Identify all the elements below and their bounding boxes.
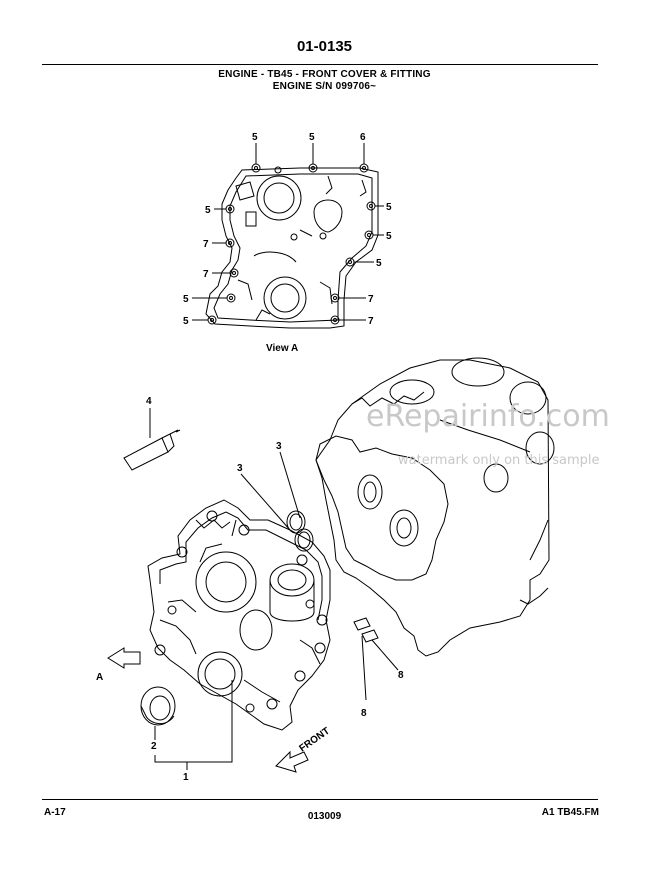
view-a-cover-outline <box>205 163 379 329</box>
callout-8: 8 <box>398 670 404 681</box>
main-view-leaders <box>149 408 399 770</box>
callout-1: 1 <box>183 772 189 783</box>
callout-5: 5 <box>183 316 189 327</box>
callout-2: 2 <box>151 741 157 752</box>
watermark-line1: eRepairinfo.com <box>366 399 610 434</box>
header-divider <box>42 64 598 65</box>
footer-divider <box>42 799 598 800</box>
callout-5: 5 <box>183 294 189 305</box>
watermark: eRepairinfo.com watermark only on this s… <box>366 399 610 468</box>
callout-5: 5 <box>386 231 392 242</box>
main-view-callout-labels: 4 3 3 8 8 2 1 A FRONT <box>96 396 404 783</box>
callout-5: 5 <box>386 202 392 213</box>
callout-5: 5 <box>205 205 211 216</box>
callout-8: 8 <box>361 708 367 719</box>
document-number: 01-0135 <box>296 38 353 55</box>
front-label: FRONT <box>297 726 332 755</box>
dowel-pins <box>353 617 379 643</box>
view-a-callout-labels: 5 5 6 5 5 5 7 7 5 5 5 7 7 View A <box>183 132 392 354</box>
engine-block <box>315 357 555 657</box>
callout-7: 7 <box>368 316 374 327</box>
watermark-line2: watermark only on this sample <box>398 453 600 468</box>
callout-3: 3 <box>276 441 282 452</box>
callout-7: 7 <box>203 239 209 250</box>
callout-6: 6 <box>360 132 366 143</box>
o-rings <box>286 510 314 552</box>
page-title: ENGINE - TB45 - FRONT COVER & FITTING <box>218 69 431 80</box>
oil-seal <box>140 686 176 726</box>
page-subtitle: ENGINE S/N 099706~ <box>272 81 377 92</box>
view-a-label: View A <box>266 343 298 354</box>
callout-5: 5 <box>309 132 315 143</box>
front-cover <box>147 499 331 731</box>
front-arrow <box>275 750 309 773</box>
callout-7: 7 <box>368 294 374 305</box>
view-a-arrow <box>107 647 141 669</box>
callout-7: 7 <box>203 269 209 280</box>
callout-a: A <box>96 672 103 683</box>
page-number: A-17 <box>44 807 66 818</box>
callout-4: 4 <box>146 396 152 407</box>
footer-code: 013009 <box>307 811 342 822</box>
callout-5: 5 <box>376 258 382 269</box>
view-a-leaders <box>192 143 384 321</box>
callout-3: 3 <box>237 463 243 474</box>
footer-file-name: A1 TB45.FM <box>541 807 599 818</box>
callout-5: 5 <box>252 132 258 143</box>
sealant-tube <box>123 429 181 471</box>
